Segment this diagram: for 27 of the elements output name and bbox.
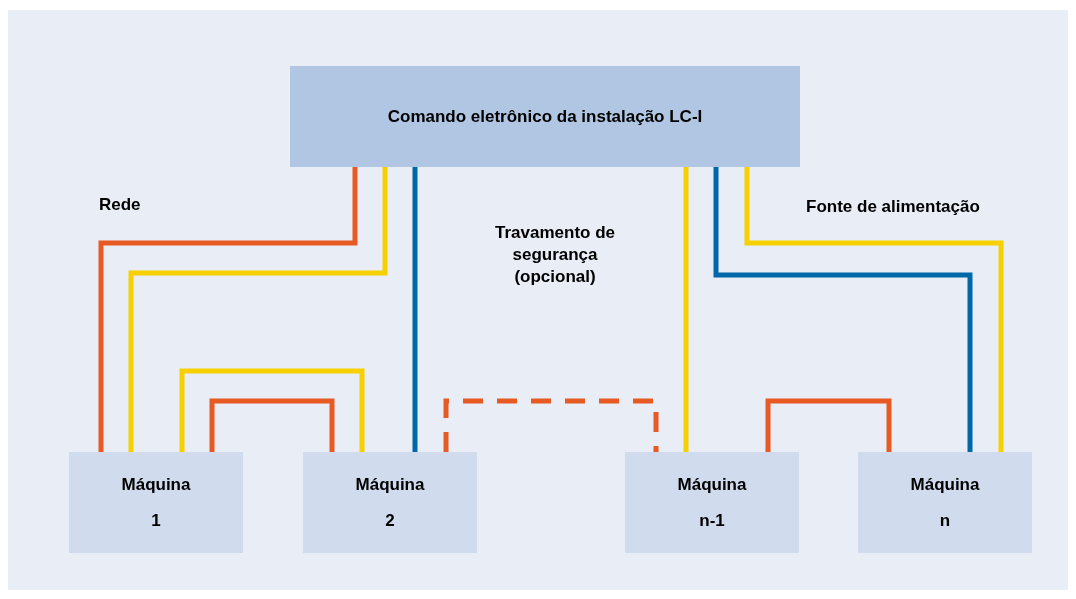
cable-group-label: Travamento de segurança (opcional) xyxy=(494,222,616,288)
cable-group-label: Rede xyxy=(99,194,142,216)
machine-number: n-1 xyxy=(699,509,725,532)
cable-line xyxy=(412,167,418,452)
cable-line xyxy=(744,167,1004,452)
machine-label: Máquina xyxy=(910,474,980,496)
machine-label: Máquina xyxy=(355,474,425,496)
cable-line xyxy=(765,398,892,452)
machine-box xyxy=(858,452,1032,553)
machine-number: n xyxy=(939,509,951,532)
cable-line xyxy=(179,368,365,452)
cable-group-label: Fonte de alimentação xyxy=(806,196,981,218)
cable-line xyxy=(128,167,388,452)
cable-line xyxy=(683,167,689,452)
cable-line xyxy=(98,167,358,452)
machine-box xyxy=(625,452,799,553)
machine-number: 1 xyxy=(151,509,161,532)
cable-line xyxy=(443,398,659,452)
cable-line xyxy=(713,167,973,452)
machine-label: Máquina xyxy=(121,474,191,496)
controller-box xyxy=(290,66,800,167)
machine-number: 2 xyxy=(385,509,395,532)
controller-title: Comando eletrônico da instalação LC-I xyxy=(387,105,703,128)
machine-box xyxy=(69,452,243,553)
cable-line xyxy=(209,398,335,452)
machine-box xyxy=(303,452,477,553)
machine-label: Máquina xyxy=(677,474,747,496)
